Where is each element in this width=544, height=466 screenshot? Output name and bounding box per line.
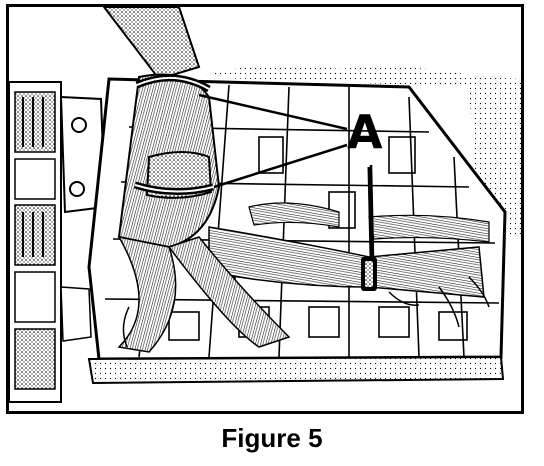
wire-tails xyxy=(122,276,490,348)
callout-label-a: A xyxy=(347,105,383,159)
wire-bundles-right xyxy=(208,202,490,298)
cable-tie-right xyxy=(361,166,377,291)
cable-tie-upper xyxy=(135,74,211,93)
left-relay-strip xyxy=(9,81,62,403)
illustration-frame: A xyxy=(6,4,524,414)
wire-harness-illustration xyxy=(9,7,521,403)
figure-caption: Figure 5 xyxy=(221,423,323,453)
cable-tie-middle xyxy=(133,181,214,196)
mounting-bracket xyxy=(59,95,107,342)
main-wire-harness xyxy=(102,7,291,353)
callout-leader-lines xyxy=(198,93,375,258)
